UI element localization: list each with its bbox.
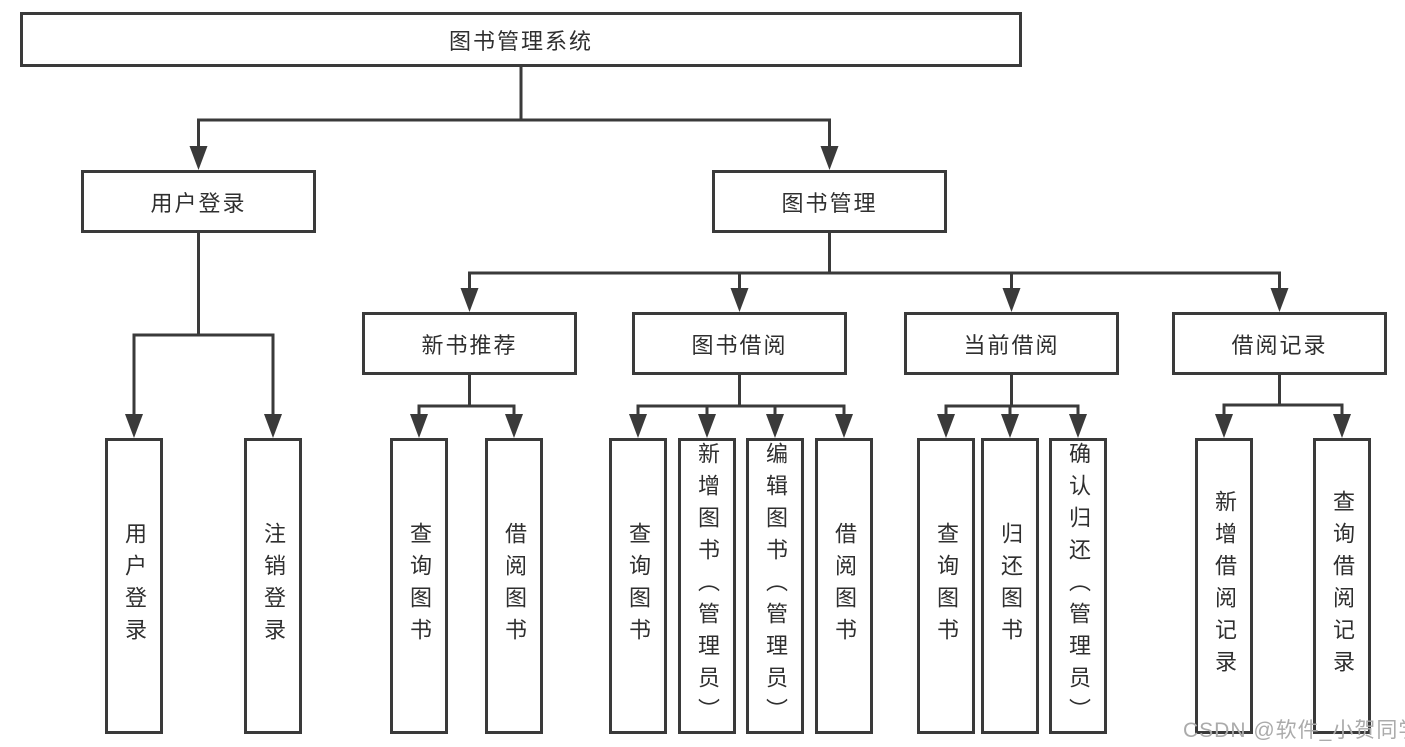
connector-group-5 bbox=[937, 375, 1087, 438]
leaf-label: 注销登录 bbox=[261, 522, 286, 650]
leaf-label: 查询图书 bbox=[934, 522, 959, 650]
node-label: 当前借阅 bbox=[963, 332, 1060, 358]
leaf-borrowing-query-books: 查询图书 bbox=[609, 438, 667, 734]
leaf-borrowing-borrow-books: 借阅图书 bbox=[815, 438, 873, 734]
node-current-borrowing: 当前借阅 bbox=[904, 312, 1119, 375]
leaf-current-query-books: 查询图书 bbox=[917, 438, 975, 734]
node-label: 用户登录 bbox=[150, 190, 247, 216]
leaf-borrowing-add-book-admin: 新增图书（管理员） bbox=[678, 438, 736, 734]
node-label: 借阅记录 bbox=[1231, 332, 1328, 358]
leaf-label: 编辑图书（管理员） bbox=[763, 442, 788, 730]
connector-group-1 bbox=[460, 233, 1289, 312]
leaf-label: 借阅图书 bbox=[502, 522, 527, 650]
connector-group-6 bbox=[1215, 375, 1351, 438]
node-root-label: 图书管理系统 bbox=[448, 28, 593, 54]
leaf-current-confirm-return-admin: 确认归还（管理员） bbox=[1049, 438, 1107, 734]
leaf-user-login: 用户登录 bbox=[105, 438, 163, 734]
leaf-newbooks-query-books: 查询图书 bbox=[390, 438, 448, 734]
node-book-borrowing: 图书借阅 bbox=[632, 312, 847, 375]
node-root: 图书管理系统 bbox=[20, 12, 1022, 67]
leaf-label: 归还图书 bbox=[998, 522, 1023, 650]
node-new-book-recommend: 新书推荐 bbox=[362, 312, 577, 375]
node-label: 图书借阅 bbox=[691, 332, 788, 358]
leaf-label: 查询借阅记录 bbox=[1330, 490, 1355, 682]
watermark: CSDN @软件_小贺同学 bbox=[1183, 719, 1405, 742]
leaf-label: 新增借阅记录 bbox=[1212, 490, 1237, 682]
leaf-label: 新增图书（管理员） bbox=[695, 442, 720, 730]
connector-group-3 bbox=[410, 375, 523, 438]
node-book-management: 图书管理 bbox=[712, 170, 947, 233]
node-label: 新书推荐 bbox=[421, 332, 518, 358]
connector-group-2 bbox=[125, 233, 282, 438]
leaf-label: 查询图书 bbox=[407, 522, 432, 650]
node-borrowing-records: 借阅记录 bbox=[1172, 312, 1387, 375]
leaf-label: 用户登录 bbox=[122, 522, 147, 650]
leaf-label: 借阅图书 bbox=[832, 522, 857, 650]
node-label: 图书管理 bbox=[781, 190, 878, 216]
leaf-records-add-record: 新增借阅记录 bbox=[1195, 438, 1253, 734]
connector-group-4 bbox=[629, 375, 853, 438]
connector-group-0 bbox=[189, 67, 839, 170]
leaf-label: 确认归还（管理员） bbox=[1066, 442, 1091, 730]
leaf-label: 查询图书 bbox=[626, 522, 651, 650]
leaf-newbooks-borrow-books: 借阅图书 bbox=[485, 438, 543, 734]
leaf-current-return-books: 归还图书 bbox=[981, 438, 1039, 734]
leaf-borrowing-edit-book-admin: 编辑图书（管理员） bbox=[746, 438, 804, 734]
leaf-logout: 注销登录 bbox=[244, 438, 302, 734]
leaf-records-query-record: 查询借阅记录 bbox=[1313, 438, 1371, 734]
node-user-login-group: 用户登录 bbox=[81, 170, 316, 233]
